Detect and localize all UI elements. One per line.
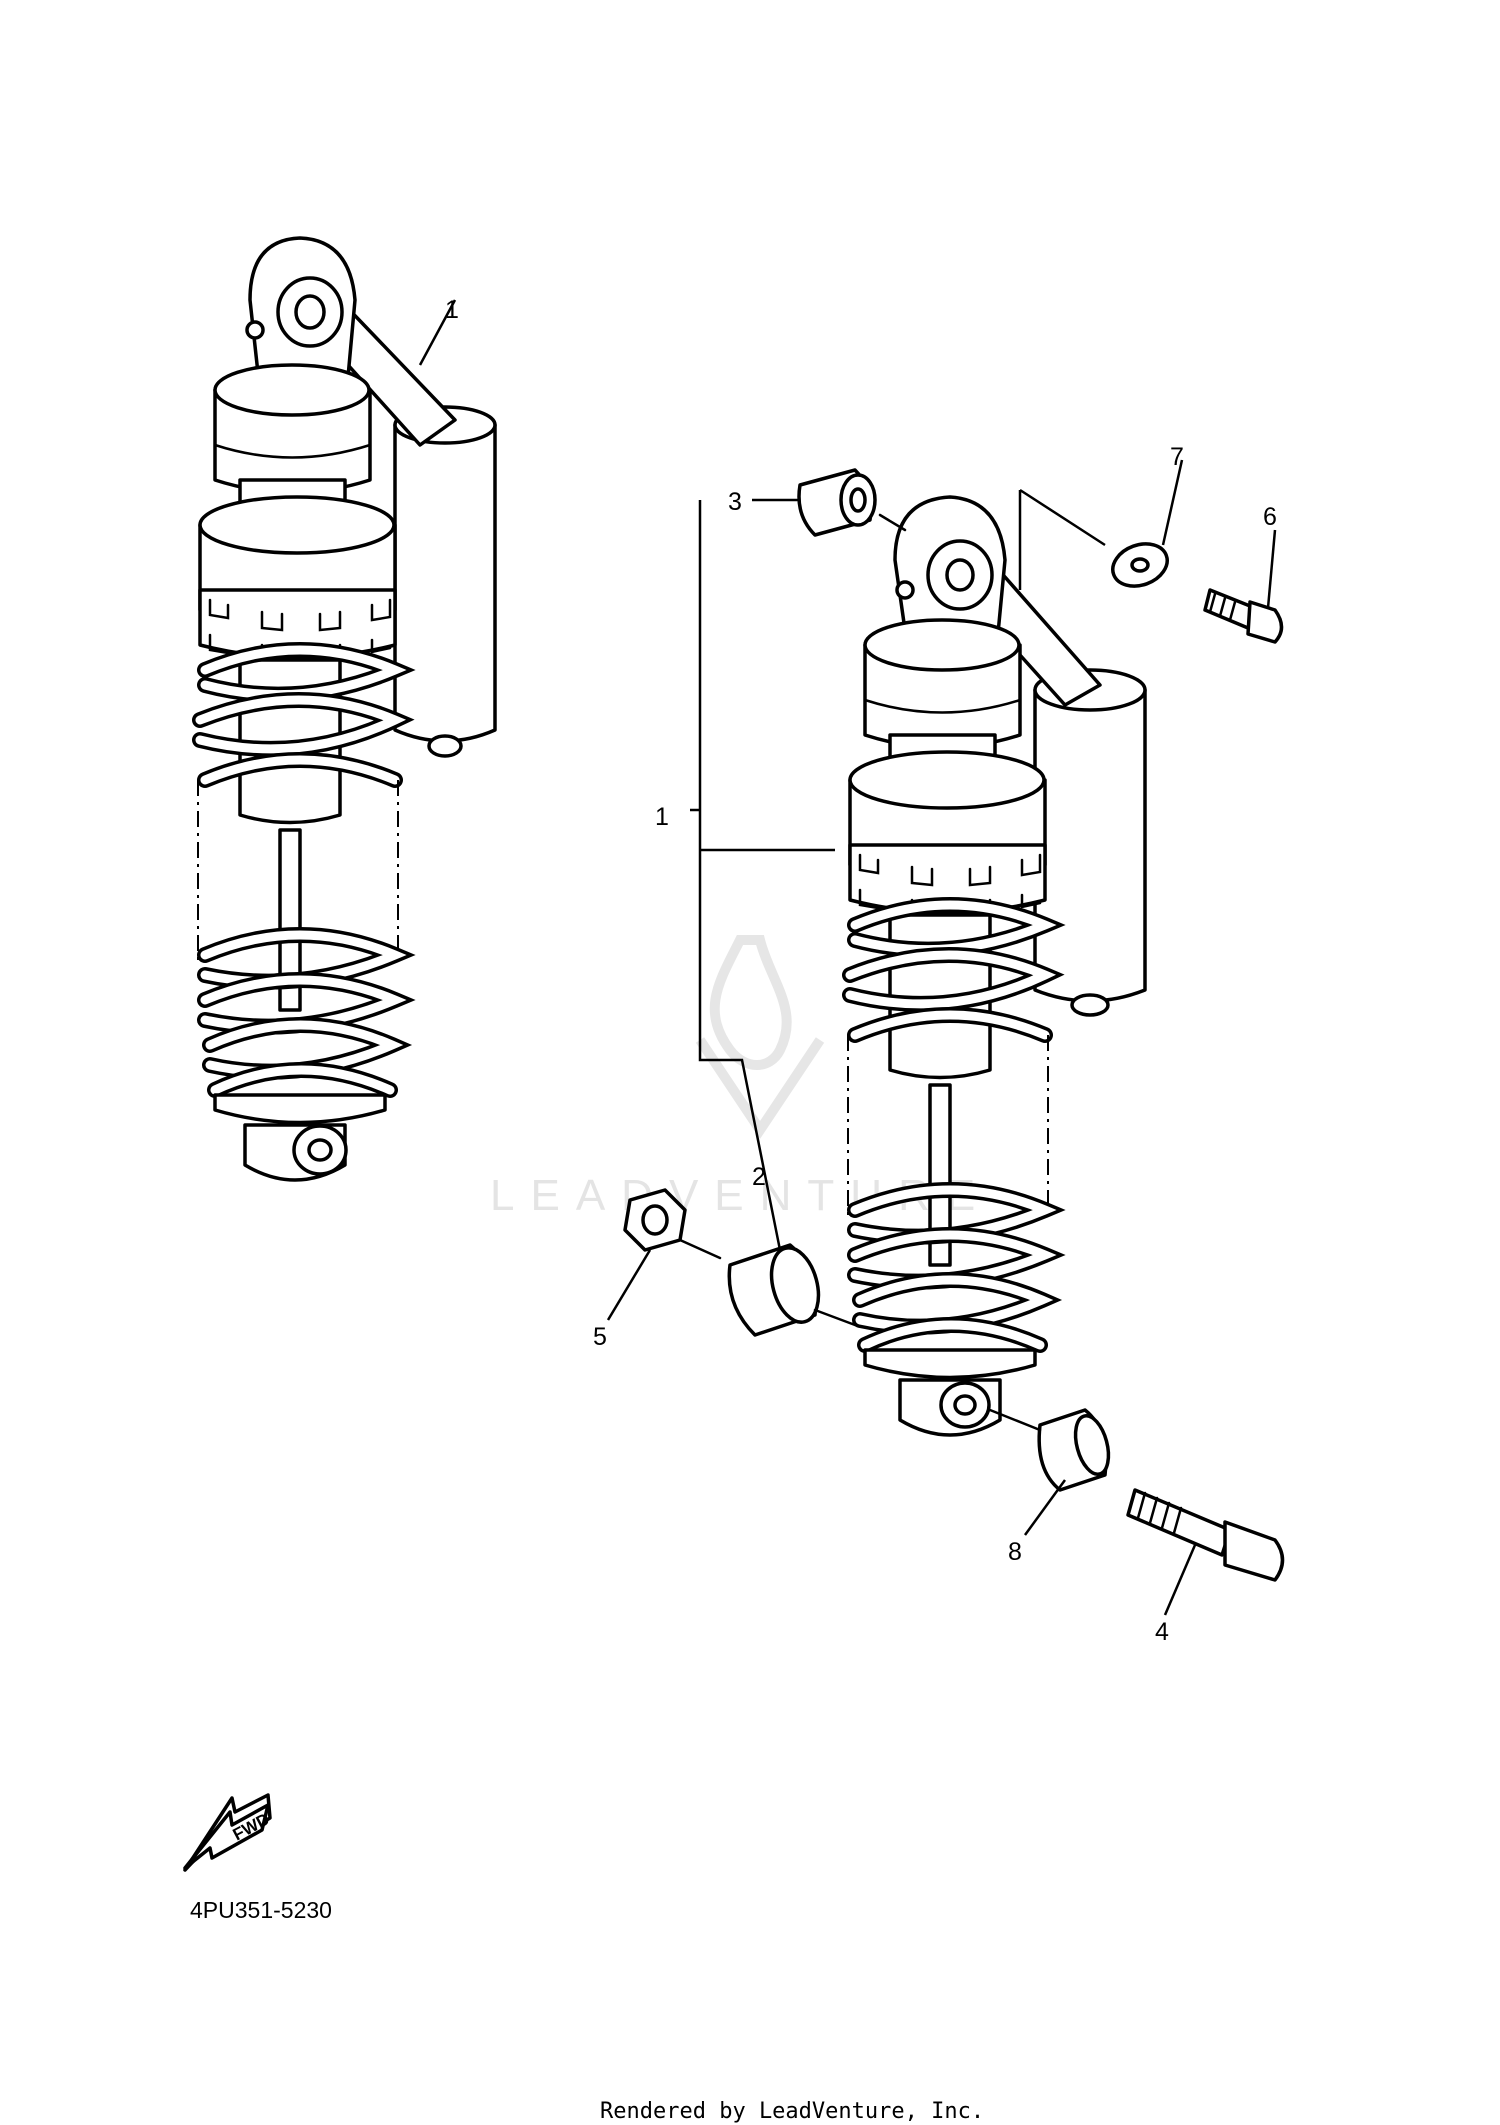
callout-6: 6	[1263, 503, 1277, 531]
bolt-part-4	[1126, 1488, 1285, 1582]
callout-2: 2	[752, 1163, 766, 1191]
bushing-part-3	[797, 468, 877, 537]
callout-7: 7	[1170, 443, 1184, 471]
shock-absorber-right	[842, 495, 1147, 1437]
footer-credit: Rendered by LeadVenture, Inc.	[600, 2099, 984, 2124]
shock-absorber-left	[192, 236, 497, 1182]
leader-lines	[418, 299, 1277, 1616]
callout-5: 5	[593, 1323, 607, 1351]
washer-part-7	[1111, 542, 1169, 588]
callout-8: 8	[1008, 1538, 1022, 1566]
callout-4: 4	[1155, 1618, 1169, 1646]
callout-3: 3	[728, 488, 742, 516]
callout-1-right: 1	[655, 803, 669, 831]
collar-part-2	[727, 1243, 821, 1337]
nut-part-5	[623, 1188, 687, 1252]
bolt-part-6	[1203, 588, 1284, 644]
reference-code: 4PU351-5230	[190, 1897, 332, 1923]
fwd-arrow-icon: FWD	[183, 1793, 273, 1872]
callout-1-left: 1	[445, 296, 459, 324]
spacer-part-8	[1037, 1408, 1111, 1492]
